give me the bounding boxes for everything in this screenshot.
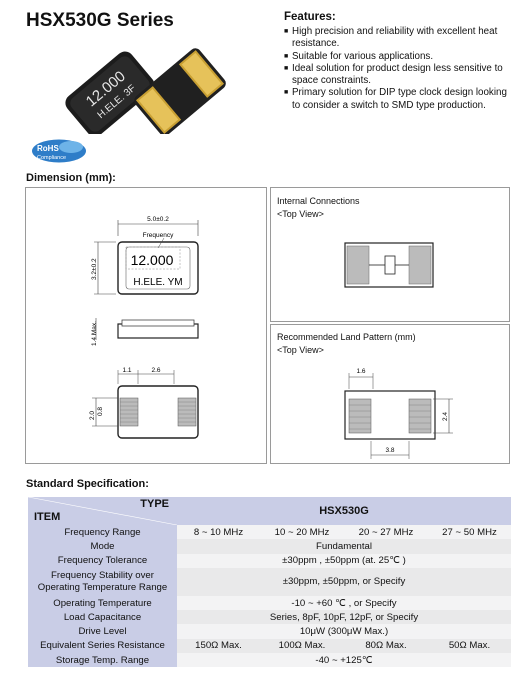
- side-dim-1: 2.0: [89, 411, 96, 420]
- item-label: ITEM: [34, 511, 61, 523]
- product-photo: 12.000 H.ELE. 3F: [65, 48, 226, 134]
- table-row: Operating Temperature -10 ~ +60 ℃ , or S…: [28, 595, 511, 611]
- table-row: Frequency Tolerance ±30ppm , ±50ppm (at.…: [28, 553, 511, 568]
- land-dim-1: 1.6: [356, 368, 365, 375]
- table-row: Drive Level 10μW (300μW Max.): [28, 624, 511, 639]
- table-row: Equivalent Series Resistance 150Ω Max. 1…: [28, 638, 511, 654]
- bottom-dim-1: 1.1: [122, 367, 131, 374]
- dimension-drawing: 5.0±0.2 Frequency 12.000 H.ELE. YM 3.2±0…: [25, 187, 267, 464]
- side-dim-2: 0.8: [97, 407, 104, 416]
- features-list: ■High precision and reliability with exc…: [284, 26, 516, 112]
- thickness-label: 1.4 Max.: [91, 321, 98, 346]
- features-heading: Features:: [284, 11, 336, 23]
- land-title: Recommended Land Pattern (mm): [277, 332, 416, 342]
- rohs-badge: RoHS Compliance: [31, 139, 87, 163]
- land-dim-3: 3.8: [385, 447, 394, 454]
- page-title: HSX530G Series: [26, 10, 174, 31]
- table-row: Storage Temp. Range -40 ~ +125℃: [28, 653, 511, 668]
- type-label: TYPE: [140, 498, 169, 510]
- table-row: Load Capacitance Series, 8pF, 10pF, 12pF…: [28, 610, 511, 625]
- land-pattern-panel: Recommended Land Pattern (mm) <Top View>…: [270, 324, 510, 464]
- table-header-item: TYPE ITEM: [28, 497, 177, 525]
- frequency-label: Frequency: [143, 232, 174, 239]
- feature-item: ■High precision and reliability with exc…: [284, 26, 498, 50]
- land-dim-2: 2.4: [442, 412, 449, 421]
- internal-connections-panel: Internal Connections <Top View>: [270, 187, 510, 322]
- spec-heading: Standard Specification:: [26, 478, 149, 490]
- top-brand: H.ELE. YM: [133, 277, 182, 288]
- land-view: <Top View>: [277, 345, 324, 355]
- dimension-heading: Dimension (mm):: [26, 172, 116, 184]
- feature-item: ■Ideal solution for product design less …: [284, 62, 503, 87]
- top-width-label: 5.0±0.2: [147, 216, 169, 223]
- spec-table: TYPE ITEM HSX530G Frequency Range 8 ~ 10…: [28, 497, 511, 668]
- top-frequency: 12.000: [131, 252, 174, 268]
- rohs-sub: Compliance: [37, 155, 66, 161]
- height-label: 3.2±0.2: [91, 258, 98, 280]
- feature-item: ■Primary solution for DIP type clock des…: [284, 87, 507, 111]
- bottom-dim-2: 2.6: [151, 367, 160, 374]
- feature-item: ■Suitable for various applications.: [284, 50, 434, 62]
- rohs-main: RoHS: [37, 144, 59, 153]
- internal-view: <Top View>: [277, 209, 324, 219]
- table-row: Mode Fundamental: [28, 539, 511, 554]
- internal-title: Internal Connections: [277, 196, 360, 206]
- table-row: Frequency Range 8 ~ 10 MHz 10 ~ 20 MHz 2…: [28, 525, 511, 540]
- model-header: HSX530G: [177, 497, 511, 525]
